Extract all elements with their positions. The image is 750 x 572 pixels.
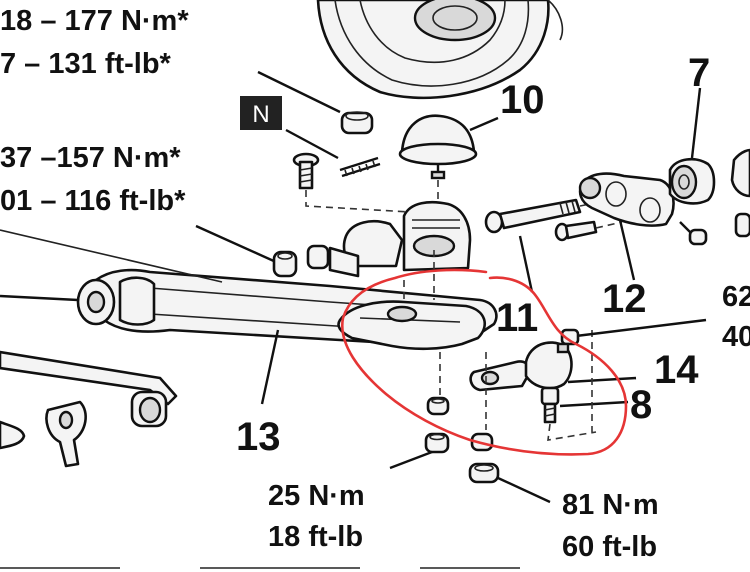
torque-right-edge-imperial: 40 bbox=[722, 321, 750, 353]
torque-bottom-left-imperial: 18 ft-lb bbox=[268, 521, 363, 553]
rear-bracket bbox=[578, 172, 675, 281]
lower-bracket-11 bbox=[337, 250, 487, 351]
torque-bottom-left-metric: 25 N·m bbox=[268, 480, 365, 512]
bump-stop bbox=[398, 114, 499, 206]
torque-top-imperial: 7 – 131 ft-lb* bbox=[0, 48, 172, 80]
nut-right bbox=[556, 318, 707, 354]
nut-top bbox=[257, 70, 374, 135]
arm-bolt-nuts bbox=[0, 224, 360, 283]
ball-joint bbox=[469, 330, 637, 441]
bushing-7 bbox=[668, 87, 750, 246]
badge-label: N bbox=[252, 101, 269, 128]
brake-disc-assembly bbox=[316, 0, 564, 100]
torque-right-edge-metric: 62 bbox=[722, 281, 750, 313]
callout-7: 7 bbox=[688, 51, 710, 95]
torque-mid-metric: 37 –157 N·m* bbox=[0, 142, 181, 174]
cotter-pin bbox=[339, 156, 381, 178]
long-bolt bbox=[484, 198, 611, 293]
short-bolt bbox=[554, 220, 623, 242]
lower-nuts bbox=[389, 352, 551, 504]
new-part-badge: N bbox=[240, 96, 339, 160]
callout-11: 11 bbox=[496, 296, 538, 340]
torque-mid-imperial: 01 – 116 ft-lb* bbox=[0, 185, 186, 217]
annotation-circle bbox=[340, 268, 628, 456]
callout-13: 13 bbox=[236, 415, 281, 459]
stabilizer-bar bbox=[0, 350, 178, 468]
callout-12: 12 bbox=[602, 277, 647, 321]
upper-bracket bbox=[342, 200, 472, 272]
torque-bottom-right-metric: 81 N·m bbox=[562, 489, 659, 521]
callout-8: 8 bbox=[630, 383, 652, 427]
torque-bottom-right-imperial: 60 ft-lb bbox=[562, 531, 657, 563]
callout-10: 10 bbox=[500, 78, 545, 122]
torque-top-metric: 18 – 177 N·m* bbox=[0, 5, 189, 37]
callout-14: 14 bbox=[654, 348, 699, 392]
bolt-upper-left bbox=[292, 152, 411, 213]
